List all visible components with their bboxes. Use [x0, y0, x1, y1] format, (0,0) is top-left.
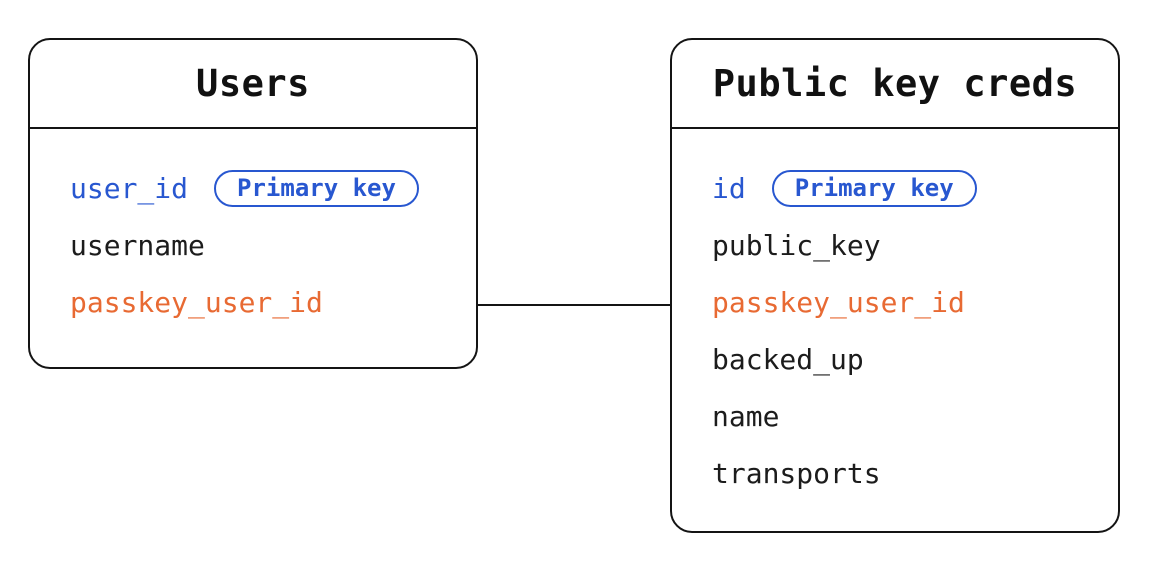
field-row-user-id: user_id Primary key [30, 160, 476, 217]
field-name-passkey-user-id: passkey_user_id [712, 286, 965, 319]
field-row-passkey-user-id: passkey_user_id [30, 274, 476, 331]
field-name-user-id: user_id [70, 172, 189, 205]
field-row-transports: transports [672, 445, 1118, 502]
field-name-public-key: public_key [712, 229, 881, 262]
table-users-fields: user_id Primary key username passkey_use… [30, 129, 476, 331]
field-row-name: name [672, 388, 1118, 445]
table-public-key-creds-title: Public key creds [672, 40, 1118, 129]
primary-key-badge: Primary key [214, 170, 419, 207]
field-row-public-key: public_key [672, 217, 1118, 274]
field-row-backed-up: backed_up [672, 331, 1118, 388]
table-public-key-creds: Public key creds id Primary key public_k… [670, 38, 1120, 533]
field-row-passkey-user-id: passkey_user_id [672, 274, 1118, 331]
field-name-username: username [70, 229, 205, 262]
table-public-key-creds-fields: id Primary key public_key passkey_user_i… [672, 129, 1118, 502]
relationship-connector-line [478, 304, 670, 306]
field-row-id: id Primary key [672, 160, 1118, 217]
primary-key-badge: Primary key [771, 170, 977, 207]
field-name-transports: transports [712, 457, 881, 490]
field-name-id: id [712, 172, 746, 205]
field-name-backed-up: backed_up [712, 343, 864, 376]
table-users: Users user_id Primary key username passk… [28, 38, 478, 369]
field-row-username: username [30, 217, 476, 274]
table-users-title: Users [30, 40, 476, 129]
field-name-passkey-user-id: passkey_user_id [70, 286, 323, 319]
field-name-name: name [712, 400, 780, 433]
